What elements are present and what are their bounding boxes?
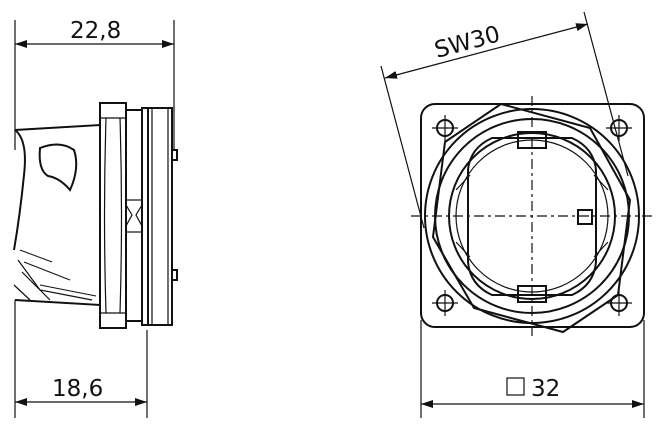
dimension-flange-depth: 18,6 — [14, 300, 148, 418]
dimension-overall-depth: 22,8 — [14, 18, 175, 150]
front-view: SW30 32 — [380, 11, 652, 418]
thread — [125, 109, 143, 322]
front-hex-nut — [431, 102, 632, 334]
mounting-holes — [432, 115, 632, 316]
connector-body — [13, 123, 101, 307]
mounting-hole-top-right — [606, 115, 632, 141]
square-symbol-icon — [506, 377, 525, 396]
flange — [141, 107, 178, 326]
flange-square-label: 32 — [531, 376, 560, 402]
overall-depth-label: 22,8 — [70, 18, 121, 44]
centre-lines — [411, 96, 652, 336]
flange-depth-label: 18,6 — [52, 376, 103, 402]
dimension-wrench-size: SW30 — [380, 11, 629, 229]
mounting-hole-top-left — [432, 115, 458, 141]
mounting-hole-bottom-left — [432, 290, 458, 316]
hex-nut — [99, 102, 127, 329]
dimension-flange-square: 32 — [420, 320, 645, 418]
side-view: 22,8 18,6 — [13, 18, 178, 418]
wrench-size-label: SW30 — [432, 21, 503, 63]
